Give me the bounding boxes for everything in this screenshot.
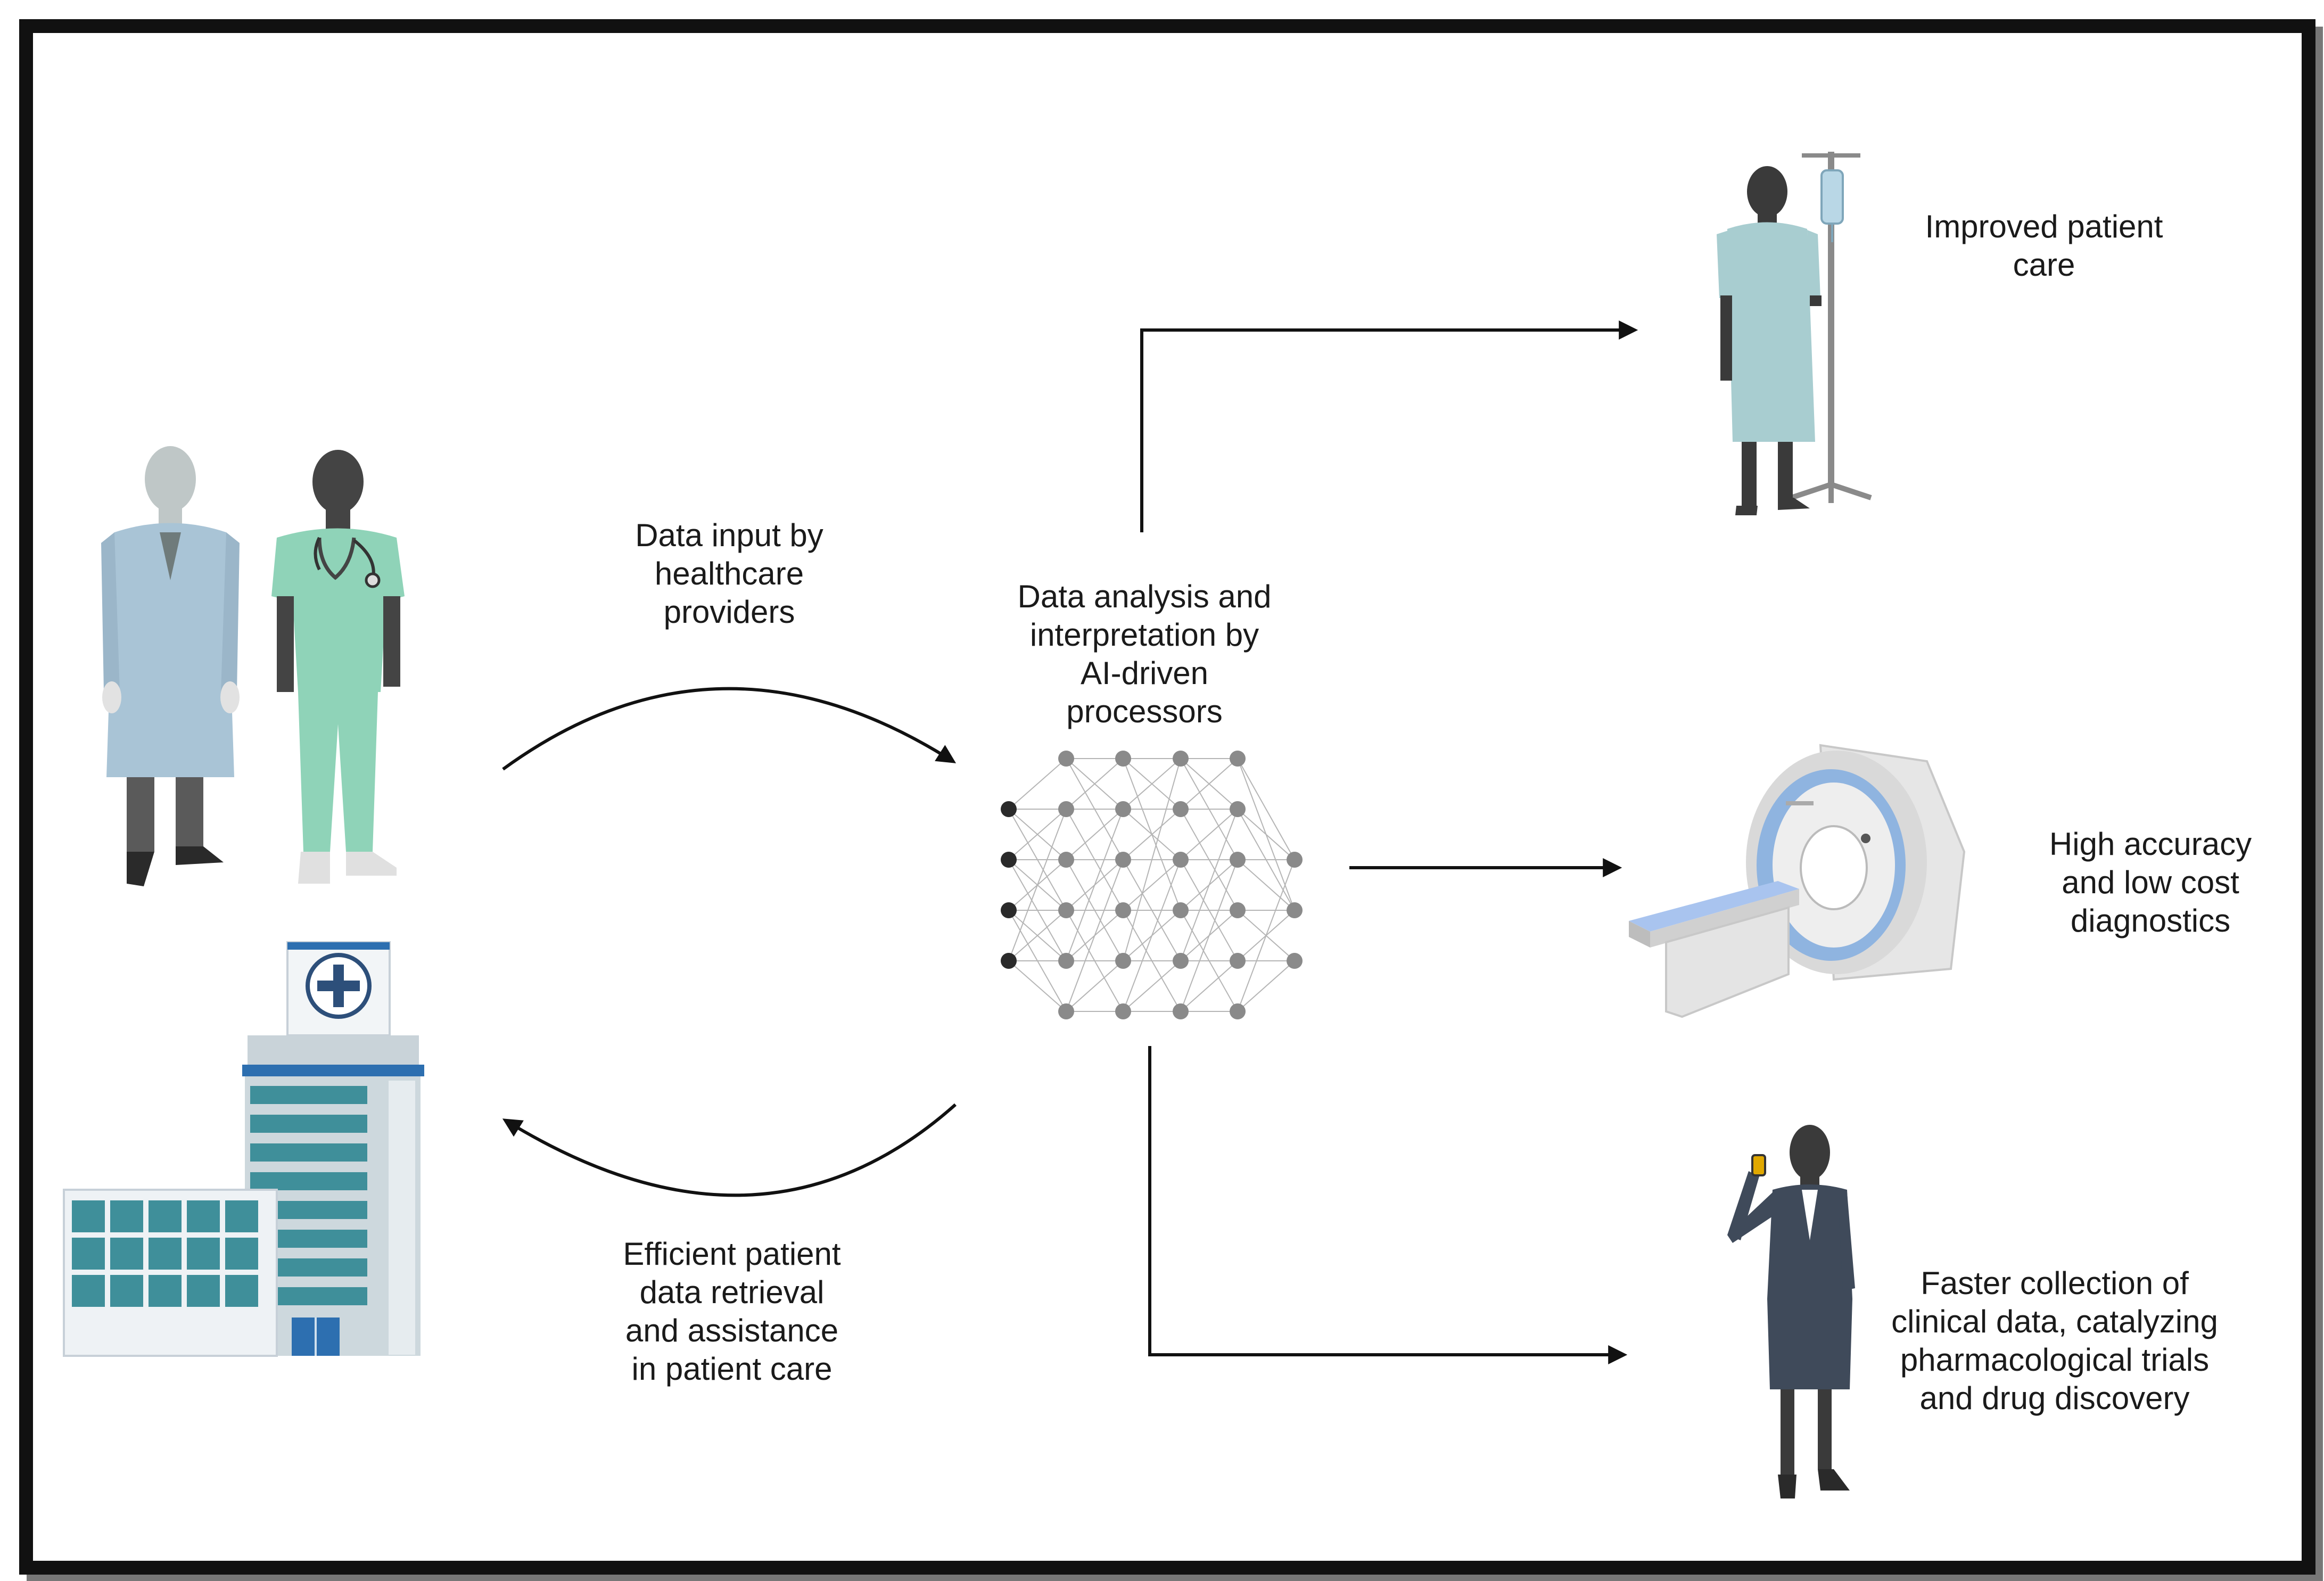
doctor-icon xyxy=(101,446,240,886)
patient-iv-icon xyxy=(1717,152,1872,515)
arrow-to-improved-care xyxy=(1140,320,1638,532)
ai-analysis-label: Data analysis and interpretation by AI-d… xyxy=(1017,579,1272,729)
hospital-icon xyxy=(63,941,424,1357)
businesswoman-icon xyxy=(1727,1125,1855,1498)
retrieval-label: Efficient patient data retrieval and ass… xyxy=(623,1236,841,1387)
arrow-data-retrieval xyxy=(502,1103,957,1197)
mri-scanner-icon xyxy=(1629,744,1966,1018)
improved-care-label: Improved patient care xyxy=(1925,209,2163,283)
arrow-data-input xyxy=(502,687,957,771)
clinical-data-label: Faster collection of clinical data, cata… xyxy=(1891,1265,2218,1416)
nurse-icon xyxy=(271,450,405,884)
data-input-label: Data input by healthcare providers xyxy=(635,517,823,630)
arrow-to-clinical-data xyxy=(1148,1046,1628,1364)
diagnostics-label: High accuracy and low cost diagnostics xyxy=(2049,826,2252,938)
neural-network-icon xyxy=(1001,751,1303,1019)
